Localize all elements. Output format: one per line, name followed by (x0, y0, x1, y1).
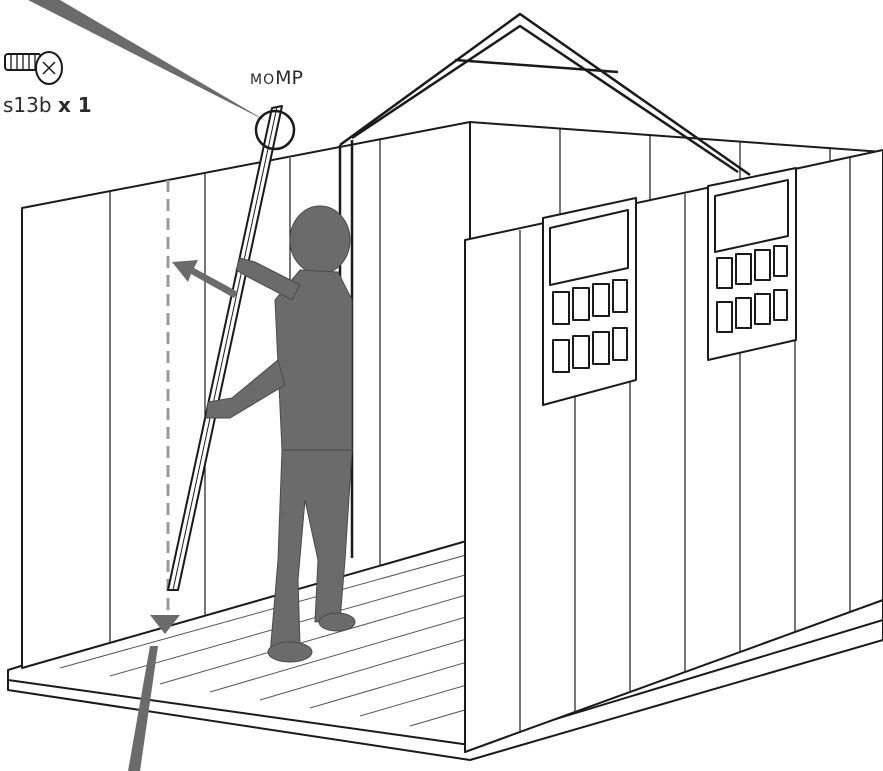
screw-icon (5, 52, 62, 84)
part-code-label: MOMP (250, 67, 303, 89)
screw-count: x 1 (58, 93, 92, 117)
part-code-suffix: MP (275, 67, 303, 89)
part-code-prefix: MO (250, 72, 275, 88)
right-wall (465, 150, 883, 752)
screw-quantity-label: s13b x 1 (3, 93, 92, 117)
window-right (708, 168, 796, 360)
screw-code: s13b (3, 93, 52, 117)
window-left (543, 198, 636, 405)
